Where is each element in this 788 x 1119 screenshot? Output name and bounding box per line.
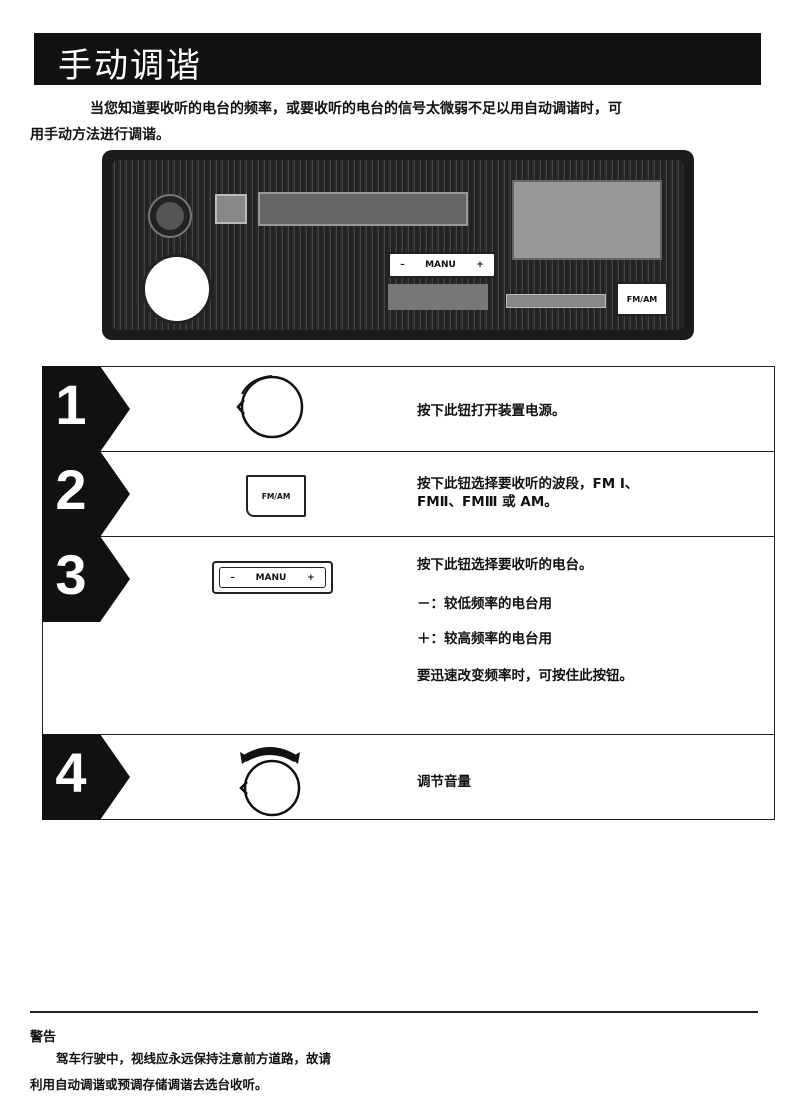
radio-cassette-slot bbox=[258, 192, 468, 226]
radio-small-knob bbox=[150, 196, 190, 236]
intro-line-1: 当您知道要收听的电台的频率，或要收听的电台的信号太微弱不足以用自动调谐时，可 bbox=[30, 96, 730, 122]
power-knob-icon bbox=[230, 372, 310, 442]
step-2-number: 2 bbox=[42, 457, 100, 522]
step-3-number: 3 bbox=[42, 542, 100, 607]
step-1-text: 按下此钮打开装置电源。 bbox=[417, 402, 566, 420]
warning-line-1: 驾车行驶中，视线应永远保持注意前方道路，故请 bbox=[30, 1046, 450, 1072]
step-3-text-line-4: 要迅速改变频率时，可按住此按钮。 bbox=[417, 667, 633, 685]
radio-fmam-button: FM/AM bbox=[616, 282, 668, 316]
step-3-badge: 3 bbox=[42, 536, 130, 622]
step-2-text-line-2: FMⅡ、FMⅢ 或 AM。 bbox=[417, 493, 638, 511]
warning-title: 警告 bbox=[30, 1026, 56, 1045]
manu-label: MANU bbox=[256, 573, 287, 583]
step-3-text-line-1: 按下此钮选择要收听的电台。 bbox=[417, 556, 593, 574]
step-1-number: 1 bbox=[42, 372, 100, 437]
step-1-badge: 1 bbox=[42, 366, 130, 452]
steps-table bbox=[42, 366, 775, 820]
warning-body: 驾车行驶中，视线应永远保持注意前方道路，故请 利用自动调谐或预调存储调谐去选台收… bbox=[30, 1046, 450, 1098]
radio-manu-button: – MANU + bbox=[388, 252, 496, 278]
fmam-button-icon: FM/AM bbox=[246, 475, 306, 517]
step-4-number: 4 bbox=[42, 740, 100, 805]
manu-minus-label: – bbox=[230, 573, 235, 583]
radio-square-button bbox=[215, 194, 247, 224]
page-title: 手动调谐 bbox=[58, 38, 202, 87]
step-3-text-line-3: ＋：较高频率的电台用 bbox=[417, 630, 552, 648]
footer-rule bbox=[30, 1011, 758, 1013]
radio-manu-plus: + bbox=[476, 260, 484, 270]
intro-paragraph: 当您知道要收听的电台的频率，或要收听的电台的信号太微弱不足以用自动调谐时，可 用… bbox=[30, 96, 730, 148]
step-4-text: 调节音量 bbox=[417, 773, 471, 791]
radio-manu-label: MANU bbox=[425, 260, 456, 270]
radio-power-volume-knob bbox=[142, 254, 212, 324]
volume-knob-icon bbox=[230, 738, 310, 818]
intro-line-2: 用手动方法进行调谐。 bbox=[30, 122, 730, 148]
row-divider bbox=[42, 536, 775, 537]
step-4-badge: 4 bbox=[42, 734, 130, 820]
step-2-badge: 2 bbox=[42, 451, 130, 537]
manu-button-icon: – MANU + bbox=[212, 561, 333, 594]
manu-plus-label: + bbox=[307, 573, 315, 583]
step-2-text-line-1: 按下此钮选择要收听的波段，FM Ⅰ、 bbox=[417, 475, 638, 493]
radio-display bbox=[512, 180, 662, 260]
warning-line-2: 利用自动调谐或预调存储调谐去选台收听。 bbox=[30, 1072, 450, 1098]
radio-manu-minus: – bbox=[400, 260, 405, 270]
row-divider bbox=[42, 734, 775, 735]
radio-lower-panel bbox=[388, 284, 488, 310]
step-2-text: 按下此钮选择要收听的波段，FM Ⅰ、 FMⅡ、FMⅢ 或 AM。 bbox=[417, 475, 638, 511]
radio-preset-buttons bbox=[506, 294, 606, 308]
step-3-text-line-2: －：较低频率的电台用 bbox=[417, 595, 552, 613]
row-divider bbox=[42, 451, 775, 452]
